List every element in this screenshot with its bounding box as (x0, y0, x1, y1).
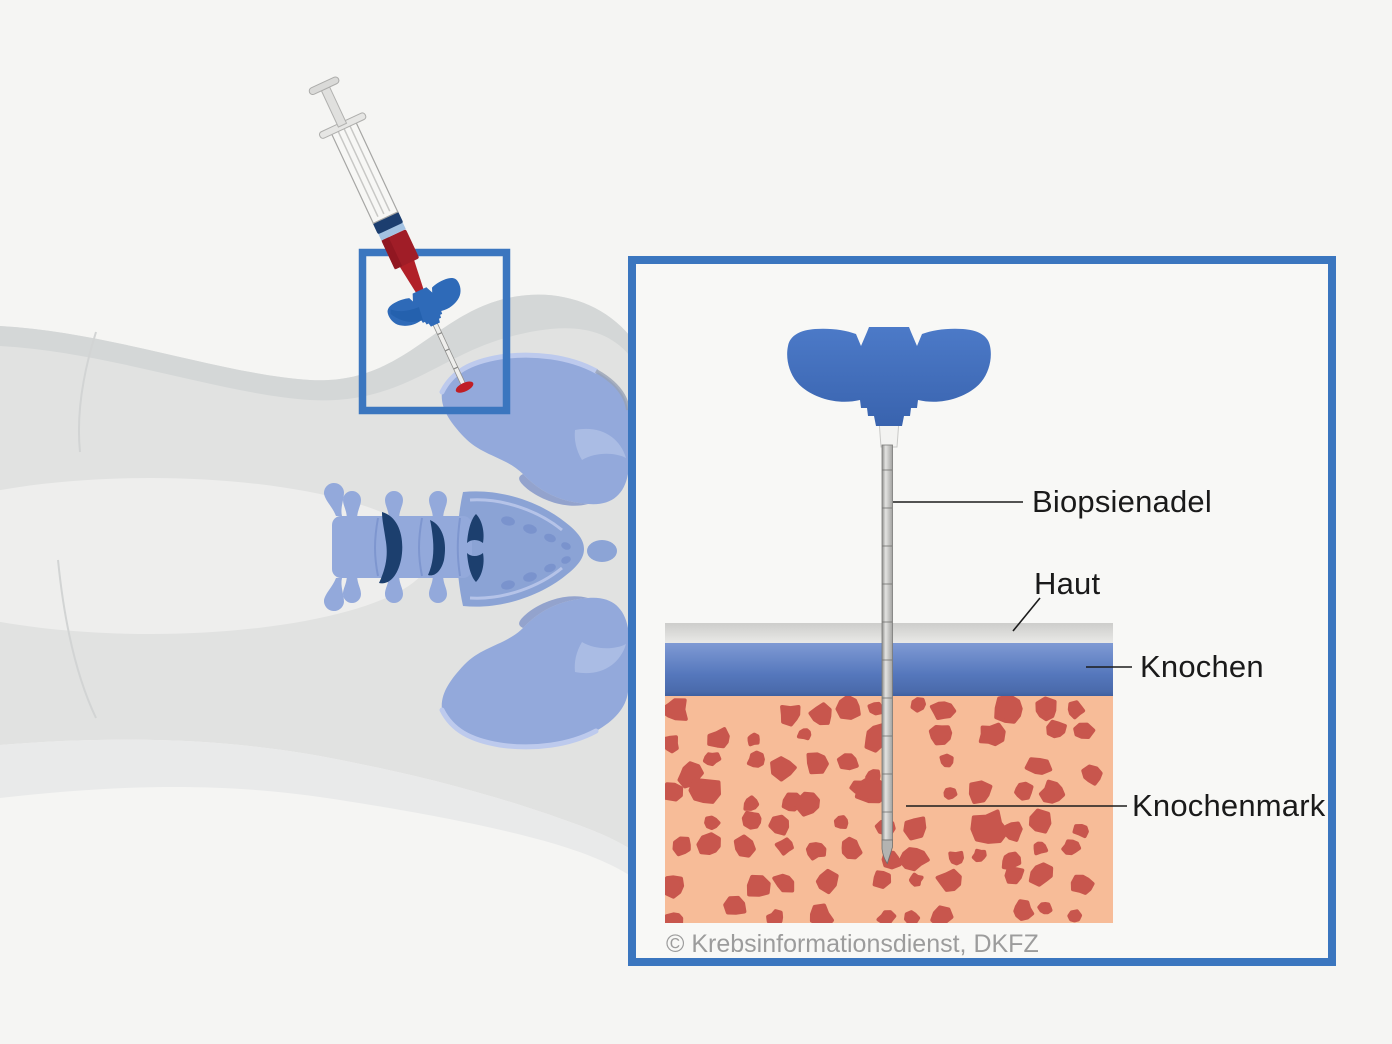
intervertebral-discs (379, 512, 484, 584)
inset-biopsy-needle (787, 327, 991, 865)
plunger-thumb-rest (308, 76, 340, 96)
lumbar-spine (323, 482, 484, 612)
needle-bevel-tip (881, 839, 893, 865)
syringe (308, 76, 474, 393)
marrow-spots (665, 696, 1103, 923)
scene-biopsy-handle (384, 274, 471, 341)
copyright-credit: © Krebsinformationsdienst, DKFZ (666, 930, 1039, 958)
label-skin: Haut (1034, 566, 1101, 601)
highlight-square (358, 248, 511, 415)
label-bone-marrow: Knochenmark (1132, 788, 1326, 823)
leader-lines (893, 501, 1132, 807)
label-bone: Knochen (1140, 649, 1264, 684)
needle-depth-marks (882, 469, 893, 813)
pelvis-bone (439, 352, 630, 750)
insertion-blood-dot (455, 381, 474, 393)
leader-line-skin (1012, 597, 1041, 632)
needle-shaft (881, 444, 893, 841)
syringe-tip-cone (399, 259, 424, 294)
plunger-rod (320, 86, 348, 128)
label-biopsy-needle: Biopsienadel (1032, 484, 1212, 519)
syringe-navy-band (372, 210, 403, 234)
sacral-foramina (501, 516, 571, 590)
vertebral-processes (323, 482, 447, 612)
